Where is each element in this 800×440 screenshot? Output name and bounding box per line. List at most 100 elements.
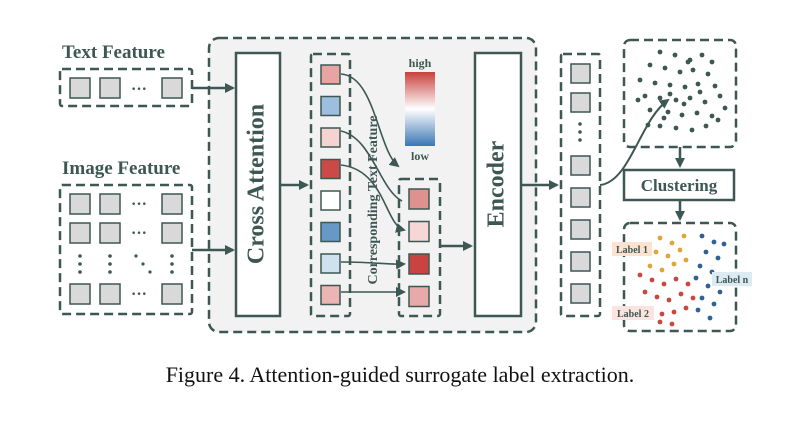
- embedding-point: [709, 113, 715, 119]
- cluster-n-point: [699, 233, 705, 239]
- cluster-2-point: [661, 281, 667, 287]
- cluster-2-point: [669, 321, 675, 327]
- label-2-badge: [612, 306, 654, 320]
- encoder-label: Encoder: [484, 140, 510, 227]
- embedding-point: [705, 71, 711, 77]
- selected-feature-cell: [408, 253, 430, 275]
- embedding-to-scatter-arrow: [599, 98, 670, 186]
- label-1-text: Label 1: [616, 245, 648, 256]
- embedding-point: [662, 65, 668, 71]
- embedding-point: [715, 117, 721, 123]
- embedding-point: [635, 97, 641, 103]
- selected-cells: [408, 188, 430, 308]
- cluster-n-point: [703, 249, 709, 255]
- cluster-2-point: [666, 297, 672, 303]
- cluster-2-point: [649, 277, 655, 283]
- cluster-n-point: [699, 295, 705, 301]
- encoder-module: [473, 51, 523, 318]
- colorbar: [405, 72, 435, 146]
- embedding-point: [657, 123, 663, 129]
- cluster-1-point: [653, 249, 659, 255]
- embedding-point: [682, 84, 688, 90]
- embedding-point: [697, 89, 703, 95]
- text-feature-box: ···: [58, 67, 194, 108]
- embedding-point: [681, 101, 687, 107]
- embedding-point: [695, 81, 701, 87]
- embedding-point: [694, 110, 700, 116]
- cluster-2-point: [690, 295, 696, 301]
- embedding-point: [637, 77, 643, 83]
- cluster-2-point: [685, 281, 691, 287]
- cluster-n-point: [693, 275, 699, 281]
- cluster-n-point: [721, 241, 727, 247]
- embedding-point: [703, 123, 709, 129]
- selected-features-column: [397, 177, 442, 318]
- embedding-point: [717, 93, 723, 99]
- cluster-1-point: [657, 235, 663, 241]
- embedding-point: [709, 59, 715, 65]
- cluster-2-point: [683, 305, 689, 311]
- attention-map-column: [309, 52, 352, 318]
- embedding-point: [702, 99, 708, 105]
- attention-cell: [320, 284, 341, 306]
- embedding-point: [699, 52, 705, 58]
- cluster-1-point: [683, 257, 689, 263]
- embedding-scatter-box: [622, 38, 738, 149]
- embedding-point: [690, 67, 696, 73]
- cluster-2-point: [642, 289, 648, 295]
- cluster-2-point: [673, 276, 679, 282]
- embedding-point: [689, 127, 695, 133]
- cluster-1-point: [671, 261, 677, 267]
- cluster-2-point: [659, 311, 665, 317]
- embedding-point: [667, 91, 673, 97]
- cluster-2-point: [678, 291, 684, 297]
- cross-attention-module: [234, 51, 282, 318]
- embedding-column: [559, 52, 602, 318]
- embedding-point: [652, 80, 658, 86]
- embedding-point: [677, 69, 683, 75]
- cluster-n-point: [715, 255, 721, 261]
- cluster-n-point: [705, 283, 711, 289]
- embedding-point: [661, 115, 667, 121]
- cluster-1-point: [647, 263, 653, 269]
- embedding-point: [673, 125, 679, 131]
- attention-cell: [320, 64, 341, 85]
- embedding-point: [685, 59, 691, 65]
- cluster-n-point: [717, 289, 723, 295]
- label-n-badge: [712, 272, 752, 286]
- attention-cell: [320, 95, 341, 117]
- cross-attention-label: Cross Attention: [244, 104, 270, 264]
- cluster-2-point: [657, 319, 663, 325]
- label-2-text: Label 2: [617, 309, 649, 320]
- svg-text:···: ···: [131, 196, 147, 213]
- embedding-point: [722, 105, 728, 111]
- attention-cell: [320, 221, 341, 243]
- selected-feature-cell: [408, 188, 430, 210]
- image-feature-label: Image Feature: [62, 158, 180, 179]
- attention-cells: [320, 64, 341, 306]
- cluster-1-point: [677, 247, 683, 253]
- text-feature-label: Text Feature: [62, 42, 165, 63]
- attention-cell: [320, 190, 341, 211]
- colorbar-low-label: low: [411, 149, 429, 163]
- attention-cell: [320, 253, 341, 274]
- cluster-1-point: [659, 267, 665, 273]
- embedding-point: [665, 109, 671, 115]
- embedding-point: [647, 62, 653, 68]
- label-1-badge: [612, 242, 652, 256]
- attention-panel: [207, 36, 538, 334]
- cluster-1-point: [665, 253, 671, 259]
- label-n-text: Label n: [716, 275, 749, 286]
- selected-feature-cell: [408, 285, 430, 308]
- cluster-n-point: [697, 263, 703, 269]
- embedding-point: [687, 95, 693, 101]
- selected-feature-cell: [408, 220, 430, 243]
- embedding-point: [712, 83, 718, 89]
- embedding-point: [657, 95, 663, 101]
- embedding-point: [657, 49, 663, 55]
- embedding-point: [642, 93, 648, 99]
- svg-text:···: ···: [131, 286, 147, 303]
- attention-cell: [320, 158, 341, 180]
- embedding-point: [673, 97, 679, 103]
